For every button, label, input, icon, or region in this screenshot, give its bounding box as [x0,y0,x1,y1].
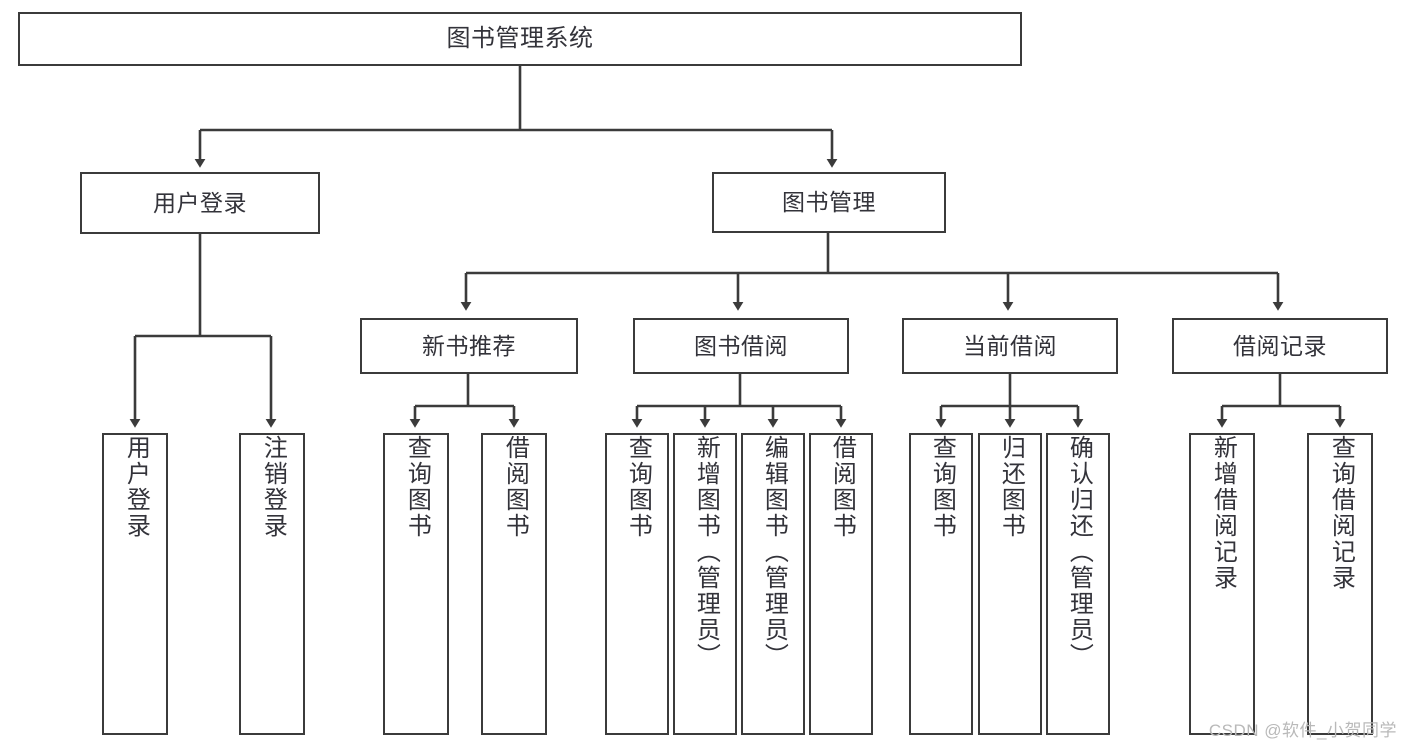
leaf-add-borrow-record[interactable]: 新增借阅记录 [1189,433,1255,735]
node-root-system[interactable]: 图书管理系统 [18,12,1022,66]
leaf-add-book-admin[interactable]: 新增图书（管理员） [673,433,737,735]
node-label: 确认归还（管理员） [1065,435,1093,669]
node-label: 查询图书 [624,435,652,539]
leaf-logout[interactable]: 注销登录 [239,433,305,735]
node-label: 归还图书 [997,435,1025,539]
node-new-book-recommend[interactable]: 新书推荐 [360,318,578,374]
node-book-management[interactable]: 图书管理 [712,172,946,233]
node-label: 借阅图书 [828,435,856,539]
node-label: 新增借阅记录 [1209,435,1237,591]
leaf-edit-book-admin[interactable]: 编辑图书（管理员） [741,433,805,735]
node-label: 新书推荐 [422,332,516,359]
node-label: 查询借阅记录 [1327,435,1355,591]
node-label: 借阅记录 [1233,332,1327,359]
leaf-query-book-recommend[interactable]: 查询图书 [383,433,449,735]
leaf-query-book-borrow[interactable]: 查询图书 [605,433,669,735]
node-label: 查询图书 [928,435,956,539]
node-label: 注销登录 [259,435,287,539]
node-label: 用户登录 [122,435,150,539]
leaf-query-book-current[interactable]: 查询图书 [909,433,973,735]
node-label: 查询图书 [403,435,431,539]
leaf-borrow-book[interactable]: 借阅图书 [809,433,873,735]
node-label: 图书管理 [782,189,876,216]
node-label: 编辑图书（管理员） [760,435,788,669]
node-label: 图书管理系统 [446,25,594,53]
leaf-query-borrow-record[interactable]: 查询借阅记录 [1307,433,1373,735]
csdn-watermark: CSDN @软件_小贺同学 [1208,721,1397,740]
node-label: 图书借阅 [694,332,788,359]
node-book-borrow[interactable]: 图书借阅 [633,318,849,374]
node-label: 当前借阅 [963,332,1057,359]
node-label: 用户登录 [153,189,247,216]
node-label: 新增图书（管理员） [692,435,720,669]
leaf-user-login[interactable]: 用户登录 [102,433,168,735]
leaf-borrow-book-recommend[interactable]: 借阅图书 [481,433,547,735]
node-current-borrow[interactable]: 当前借阅 [902,318,1118,374]
leaf-confirm-return-admin[interactable]: 确认归还（管理员） [1046,433,1110,735]
leaf-return-book[interactable]: 归还图书 [978,433,1042,735]
node-label: 借阅图书 [501,435,529,539]
node-user-login[interactable]: 用户登录 [80,172,320,234]
node-borrow-record[interactable]: 借阅记录 [1172,318,1388,374]
